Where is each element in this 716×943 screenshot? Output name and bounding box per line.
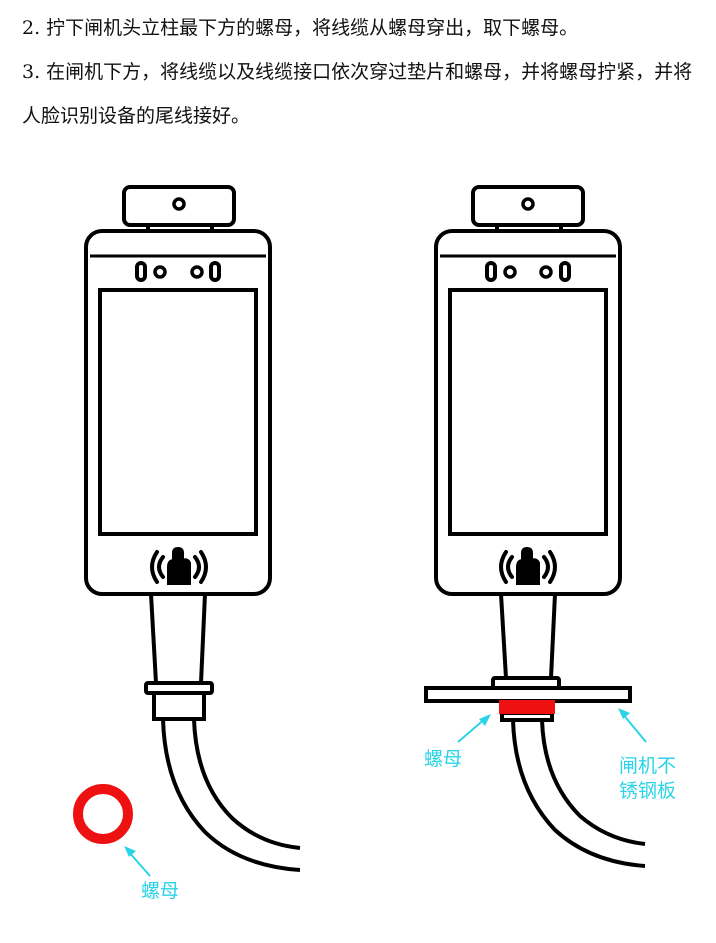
camera-housing — [122, 185, 236, 227]
instruction-steps: 2. 拧下闸机头立柱最下方的螺母，将线缆从螺母穿出，取下螺母。 3. 在闸机下方… — [22, 6, 702, 138]
cable-right-inner — [540, 719, 646, 846]
camera-icon — [521, 197, 535, 211]
device-right — [424, 185, 646, 868]
installation-figure: 螺母 螺母 闸机不 锈钢板 — [73, 185, 676, 902]
device-body — [434, 229, 622, 596]
nfc-hand-icon — [499, 547, 557, 585]
plate-label-line2: 锈钢板 — [619, 780, 676, 802]
arrow-icon — [618, 708, 647, 743]
nfc-hand-icon — [150, 547, 208, 585]
left-nut-label: 螺母 — [141, 880, 179, 902]
cable-left-outer — [161, 718, 301, 872]
cable-left-inner — [192, 718, 301, 850]
plate-label-line1: 闸机不 — [619, 755, 676, 777]
device-screen — [98, 288, 258, 536]
cable-right-outer — [511, 719, 646, 868]
right-nut-label: 螺母 — [424, 748, 462, 770]
arrow-icon — [124, 846, 151, 877]
device-left — [84, 185, 301, 872]
steel-plate — [424, 686, 632, 703]
step-3: 3. 在闸机下方，将线缆以及线缆接口依次穿过垫片和螺母，并将螺母拧紧，并将人脸识… — [22, 61, 693, 127]
pole — [148, 592, 208, 685]
step-2: 2. 拧下闸机头立柱最下方的螺母，将线缆从螺母穿出，取下螺母。 — [22, 17, 579, 39]
tightened-nut — [499, 700, 555, 714]
removed-nut — [73, 784, 133, 844]
camera-icon — [172, 197, 186, 211]
arrow-icon — [457, 714, 491, 743]
camera-housing — [471, 185, 585, 227]
pole — [498, 592, 558, 680]
device-body — [84, 229, 272, 596]
device-screen — [448, 288, 608, 536]
